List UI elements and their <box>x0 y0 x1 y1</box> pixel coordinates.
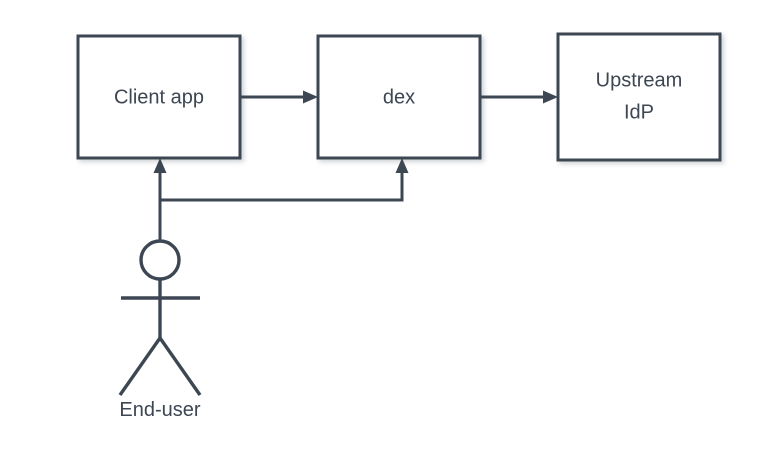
edge-client-app-to-dex <box>240 90 318 104</box>
client-app-box[interactable] <box>76 34 242 160</box>
edge-dex-to-upstream-idp-arrowhead <box>543 90 558 104</box>
end-user-head-icon <box>139 239 181 281</box>
node-client-app[interactable]: Client app <box>76 34 242 160</box>
edge-end-user-to-dex-line <box>160 170 404 202</box>
node-upstream-idp[interactable]: Upstream IdP <box>556 32 722 162</box>
upstream-idp-label-line1: Upstream <box>596 69 683 91</box>
actor-end-user[interactable]: End-user <box>118 239 202 421</box>
edge-end-user-to-client-app-arrowhead <box>153 158 167 173</box>
upstream-idp-box[interactable] <box>556 32 722 162</box>
dex-box[interactable] <box>316 34 482 160</box>
edge-dex-to-upstream-idp <box>480 90 558 104</box>
end-user-leg-left <box>118 337 162 396</box>
upstream-idp-label-line2: IdP <box>624 101 654 123</box>
end-user-label: End-user <box>119 399 200 421</box>
edge-client-app-to-dex-arrowhead <box>303 90 318 104</box>
client-app-label: Client app <box>114 86 204 108</box>
edge-end-user-to-client-app <box>153 158 167 241</box>
node-dex[interactable]: dex <box>316 34 482 160</box>
end-user-leg-right <box>158 337 202 396</box>
edge-end-user-to-dex <box>160 158 409 202</box>
dex-label: dex <box>383 86 415 108</box>
edge-end-user-to-dex-arrowhead <box>395 158 409 173</box>
